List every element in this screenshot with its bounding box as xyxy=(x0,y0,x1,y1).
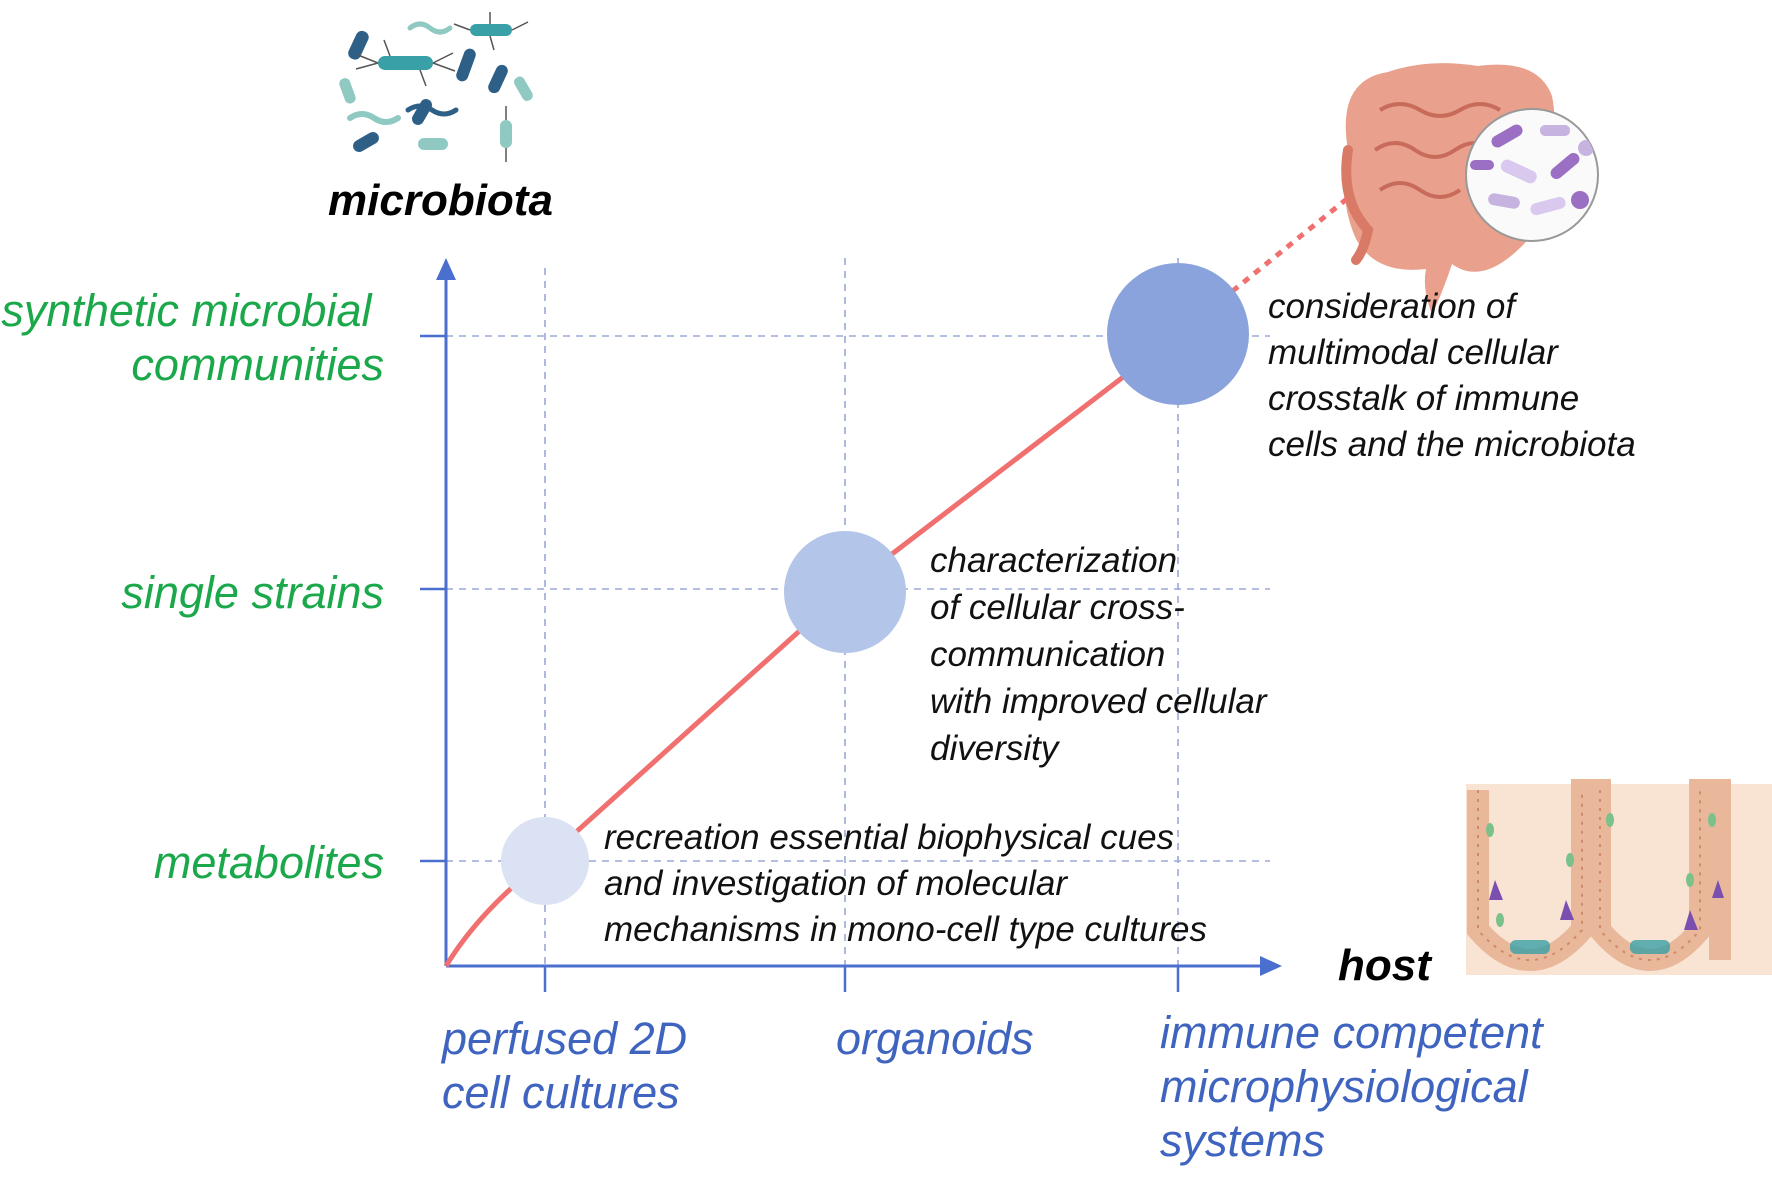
y-label-synthetic-communities: synthetic microbial communities xyxy=(1,285,384,390)
annotation-line: with improved cellular xyxy=(930,682,1268,721)
annotation-line: consideration of xyxy=(1268,287,1518,326)
x-axis-title: host xyxy=(1338,941,1433,990)
y-axis-title: microbiota xyxy=(328,176,553,225)
annotation-line: communication xyxy=(930,635,1165,674)
bacteria-icon xyxy=(339,12,533,162)
annotation-stage-3: consideration of multimodal cellular cro… xyxy=(1268,287,1636,464)
annotation-line: characterization xyxy=(930,541,1177,580)
microbes-magnifier-icon xyxy=(1465,108,1599,242)
annotation-stage-1: recreation essential biophysical cues an… xyxy=(604,818,1207,949)
annotation-line: cells and the microbiota xyxy=(1268,425,1636,464)
x-label-organoids: organoids xyxy=(836,1013,1034,1064)
x-label-perfused-2d: perfused 2D cell cultures xyxy=(440,1013,700,1118)
y-label-line: synthetic microbial xyxy=(1,285,373,336)
annotation-line: recreation essential biophysical cues xyxy=(604,818,1174,857)
stage-circle-organoids xyxy=(784,531,906,653)
annotation-line: multimodal cellular xyxy=(1268,333,1559,372)
annotation-line: of cellular cross- xyxy=(930,588,1185,627)
x-axis-arrow xyxy=(1260,956,1282,976)
axes xyxy=(420,258,1282,992)
x-label-line: cell cultures xyxy=(442,1067,680,1118)
annotation-line: crosstalk of immune xyxy=(1268,379,1579,418)
annotation-line: mechanisms in mono-cell type cultures xyxy=(604,910,1207,949)
intestinal-villi-icon xyxy=(1466,779,1772,975)
x-label-line: immune competent xyxy=(1160,1007,1545,1058)
x-label-line: systems xyxy=(1160,1115,1325,1166)
y-axis-arrow xyxy=(436,258,456,280)
stage-circle-mps xyxy=(1107,263,1249,405)
stage-circle-perfused-2d xyxy=(501,817,589,905)
y-label-line: communities xyxy=(131,339,384,390)
annotation-line: and investigation of molecular xyxy=(604,864,1068,903)
x-label-mps: immune competent microphysiological syst… xyxy=(1160,1007,1555,1166)
y-label-single-strains: single strains xyxy=(121,567,384,618)
y-label-metabolites: metabolites xyxy=(154,837,384,888)
x-label-line: microphysiological xyxy=(1160,1061,1530,1112)
annotation-line: diversity xyxy=(930,729,1061,768)
annotation-stage-2: characterization of cellular cross- comm… xyxy=(930,541,1276,768)
x-label-line: perfused 2D xyxy=(440,1013,687,1064)
